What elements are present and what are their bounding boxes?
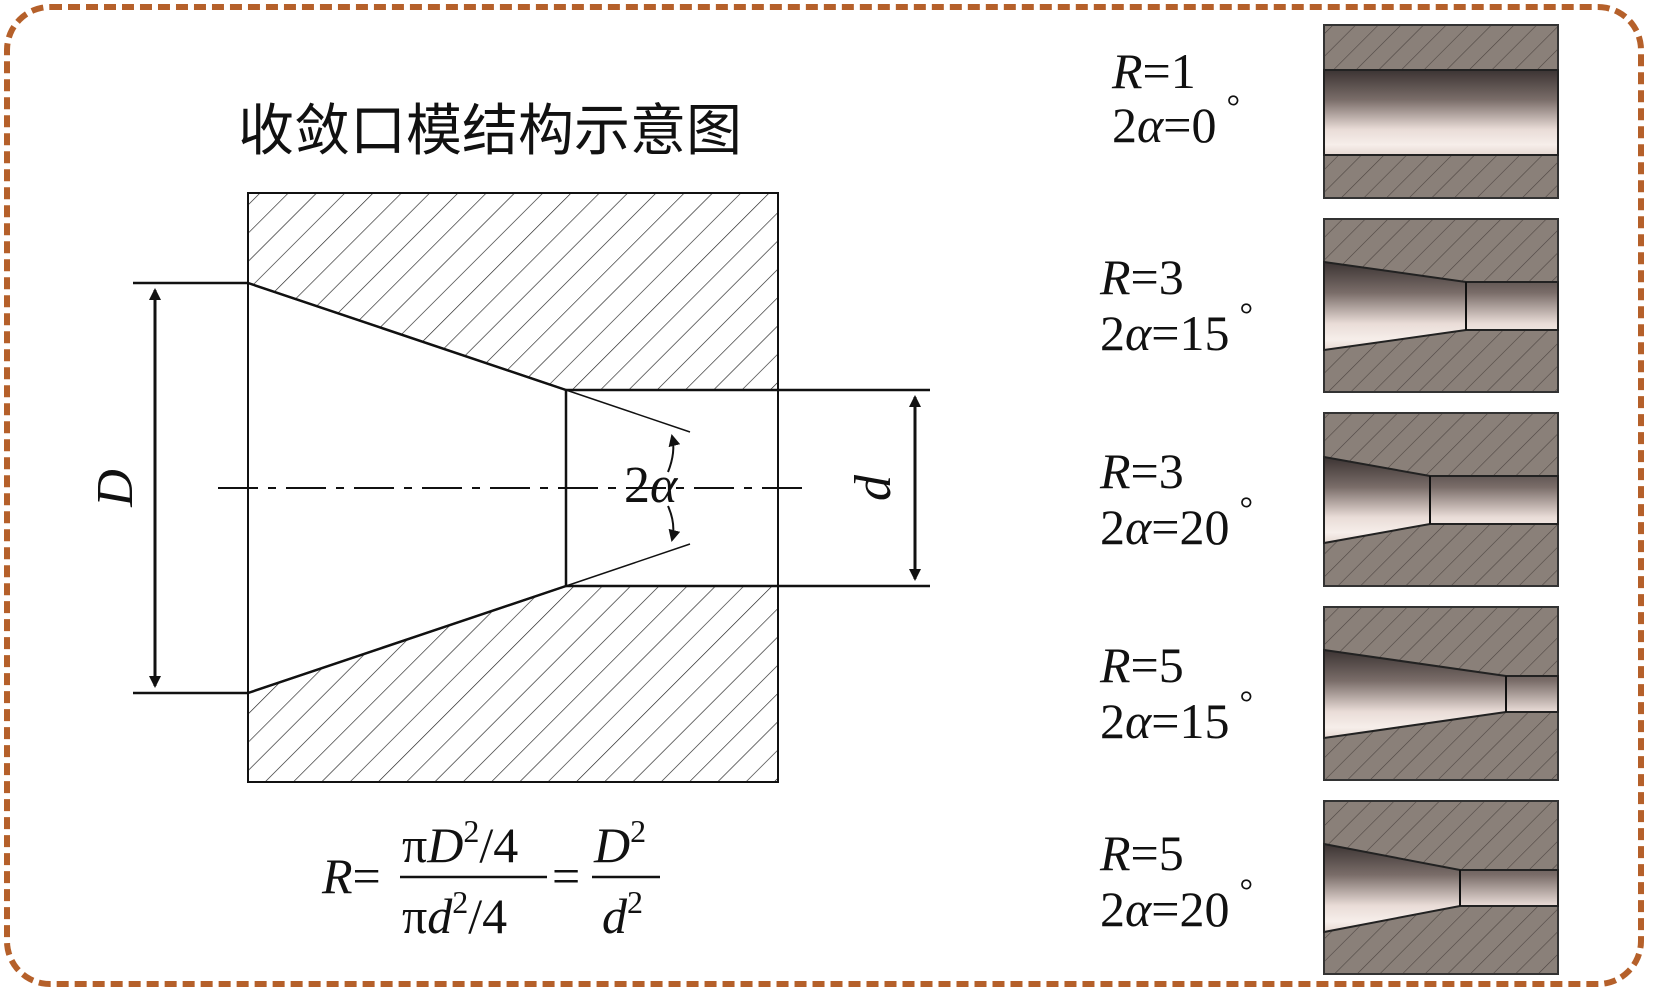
angle-arrow-lower: [667, 505, 681, 542]
ratio-formula: R= πD2/4 πd2/4 = D2 d2: [321, 813, 660, 944]
formula-equals: =: [552, 848, 580, 904]
die-variant-5: R=5 2α=20°: [1099, 800, 1559, 975]
dim-d-label: d: [845, 474, 902, 501]
variant-1-ratio: R=1: [1111, 43, 1196, 99]
angle-label: 2α: [624, 457, 679, 514]
dashed-frame: [4, 4, 1644, 987]
variant-1-angle: 2α=0°: [1112, 89, 1240, 153]
die-variant-1: R=1 2α=0°: [1111, 24, 1559, 199]
die-schematic: 2α D d: [87, 192, 930, 783]
diagram-title: 收敛口模结构示意图: [238, 99, 742, 164]
variant-4-angle: 2α=15°: [1100, 685, 1253, 749]
variant-4-ratio: R=5: [1099, 637, 1184, 693]
die-variant-4: R=5 2α=15°: [1099, 606, 1559, 781]
variant-5-ratio: R=5: [1099, 825, 1184, 881]
formula-numerator-2: D2: [593, 813, 646, 873]
die-variant-2: R=3 2α=15°: [1099, 218, 1559, 393]
formula-denominator-2: d2: [602, 884, 643, 944]
variant-2-angle: 2α=15°: [1100, 297, 1253, 361]
cone-upper-edge: [247, 281, 567, 392]
dim-D-label: D: [87, 469, 144, 508]
angle-arrow-upper: [667, 434, 681, 473]
variant-3-ratio: R=3: [1099, 443, 1184, 499]
die-upper-section: [247, 192, 779, 391]
formula-lhs: R=: [321, 848, 381, 904]
die-variant-3: R=3 2α=20°: [1099, 412, 1559, 587]
variant-5-angle: 2α=20°: [1100, 873, 1253, 937]
angle-guide-upper: [565, 389, 691, 433]
formula-denominator: πd2/4: [402, 884, 507, 944]
die-variants-panel: R=1 2α=0° R=3 2α=15° R=3 2α=20° R=5 2α=1…: [1099, 24, 1559, 975]
formula-numerator: πD2/4: [402, 813, 518, 873]
variant-1-bore: [1323, 69, 1559, 156]
cone-lower-edge: [247, 584, 567, 695]
variant-3-angle: 2α=20°: [1100, 491, 1253, 555]
variant-2-ratio: R=3: [1099, 249, 1184, 305]
angle-guide-lower: [565, 543, 691, 587]
die-lower-section: [247, 585, 779, 783]
